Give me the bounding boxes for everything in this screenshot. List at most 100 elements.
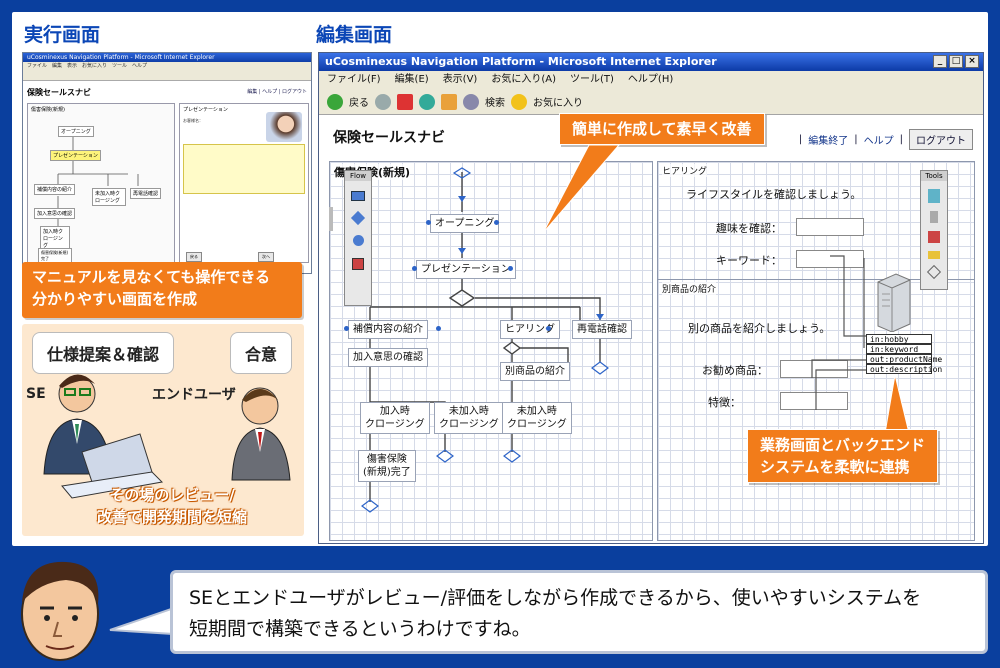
small-node-unjoin: 未加入時クロージング: [92, 188, 126, 206]
forward-icon[interactable]: [375, 93, 391, 110]
flow-palette: Flow: [344, 170, 372, 306]
hearing-panel: ヒアリング ライフスタイルを確認しましょう。 趣味を確認： キーワード：: [658, 162, 974, 280]
flow-node-intent[interactable]: 加入意思の確認: [348, 348, 428, 367]
flow-node-other-product[interactable]: 別商品の紹介: [500, 362, 570, 381]
flow-node-join-close[interactable]: 加入時 クロージング: [360, 402, 430, 434]
connector-handle[interactable]: [344, 326, 349, 331]
port-out-description[interactable]: out:description: [866, 364, 942, 374]
stop-icon[interactable]: [397, 93, 413, 110]
end-shape-icon[interactable]: [352, 235, 364, 246]
big-window-title: uCosminexus Navigation Platform - Micros…: [325, 55, 717, 68]
small-app: 保険セールスナビ 編集 | ヘルプ | ログアウト 傷害保険(新規) オープニン…: [23, 83, 311, 273]
flow-node-done[interactable]: 傷害保険 (新規)完了: [358, 450, 416, 482]
small-next-button[interactable]: 次へ: [258, 252, 274, 262]
small-menubar: ファイル 編集 表示 お気に入り ツール ヘルプ: [23, 62, 311, 70]
search-label[interactable]: 検索: [485, 98, 505, 109]
back-icon[interactable]: [327, 93, 343, 110]
small-back-button[interactable]: 戻る: [186, 252, 202, 262]
other-product-panel-label: 別商品の紹介: [662, 282, 717, 295]
connector-handle[interactable]: [412, 266, 417, 271]
feature-label: 特徴：: [708, 396, 741, 409]
unjoin-close-a-line2: クロージング: [439, 419, 499, 430]
maximize-icon[interactable]: □: [949, 55, 963, 68]
speech-line2: 短期間で構築できるというわけですね。: [189, 618, 531, 640]
spec-bubble: 仕様提案＆確認: [32, 332, 175, 374]
favorites-label[interactable]: お気に入り: [533, 98, 583, 109]
small-links: 編集 | ヘルプ | ログアウト: [247, 89, 307, 95]
done-line2: (新規)完了: [363, 467, 411, 478]
panel-splitter[interactable]: [329, 207, 333, 231]
backend-callout: 業務画面とバックエンド システムを柔軟に連携: [747, 429, 939, 483]
menu-favorites[interactable]: お気に入り(A): [491, 74, 556, 85]
flow-node-opening[interactable]: オープニング: [430, 214, 500, 233]
small-node-presentation: プレゼンテーション: [50, 150, 101, 161]
connector-handle[interactable]: [426, 220, 431, 225]
review-note-line2: 改善で開発期間を短縮: [96, 508, 247, 526]
menu-help[interactable]: ヘルプ(H): [627, 74, 674, 85]
agree-bubble: 合意: [230, 332, 293, 374]
refresh-icon[interactable]: [419, 93, 435, 110]
operator-photo: [266, 112, 302, 142]
unjoin-close-a-line1: 未加入時: [448, 406, 489, 417]
connector-handle[interactable]: [546, 326, 551, 331]
manual-note: マニュアルを見なくても操作できる 分かりやすい画面を作成: [22, 262, 302, 318]
close-icon[interactable]: ×: [965, 55, 979, 68]
edit-section-title: 編集画面: [316, 24, 393, 46]
back-label[interactable]: 戻る: [349, 98, 369, 109]
flow-node-recall[interactable]: 再電話確認: [572, 320, 632, 339]
favorites-icon[interactable]: [511, 93, 527, 110]
flow-node-hearing[interactable]: ヒアリング: [500, 320, 560, 339]
menu-tools[interactable]: ツール(T): [570, 74, 614, 85]
edit-end-link[interactable]: 編集終了: [808, 136, 849, 147]
menu-edit[interactable]: 編集(E): [394, 74, 429, 85]
save-tool-icon[interactable]: [928, 231, 940, 243]
field-tool-icon[interactable]: [930, 211, 938, 223]
exec-section-title: 実行画面: [24, 24, 101, 46]
image-tool-icon[interactable]: [928, 251, 940, 259]
port-in-keyword[interactable]: in:keyword: [866, 344, 932, 354]
small-node-intent: 加入意思の確認: [34, 208, 76, 219]
flow-node-unjoin-close-b[interactable]: 未加入時 クロージング: [502, 402, 572, 434]
flow-node-coverage[interactable]: 補償内容の紹介: [348, 320, 428, 339]
flow-palette-title: Flow: [345, 171, 371, 181]
search-icon[interactable]: [463, 93, 479, 110]
small-content-label: プレゼンテーション: [183, 107, 228, 113]
narrator-speech: SEとエンドユーザがレビュー/評価をしながら作成できるから、使いやすいシステムを…: [170, 570, 988, 654]
connector-handle[interactable]: [436, 326, 441, 331]
home-icon[interactable]: [441, 93, 457, 110]
step-shape-icon[interactable]: [351, 191, 365, 201]
text-tool-icon[interactable]: [928, 189, 940, 203]
speech-line1: SEとエンドユーザがレビュー/評価をしながら作成できるから、使いやすいシステムを: [189, 587, 922, 609]
save-icon[interactable]: [352, 258, 364, 270]
join-close-line2: クロージング: [365, 419, 425, 430]
port-in-hobby[interactable]: in:hobby: [866, 334, 932, 344]
illustration-panel: 仕様提案＆確認 合意 SE エンドユーザ その場のレビュー/ 改善で開発期間を短…: [22, 324, 304, 536]
flow-node-unjoin-close-a[interactable]: 未加入時 クロージング: [434, 402, 504, 434]
menu-view[interactable]: 表示(V): [442, 74, 478, 85]
help-link[interactable]: ヘルプ: [863, 136, 894, 147]
link-tool-icon[interactable]: [926, 264, 942, 280]
flow-editor[interactable]: 傷害保険(新規) Flow: [329, 161, 653, 541]
manual-note-line2: 分かりやすい画面を作成: [32, 290, 198, 308]
menu-file[interactable]: ファイル(F): [327, 74, 381, 85]
unjoin-close-b-line2: クロージング: [507, 419, 567, 430]
big-header-links: | 編集終了 | ヘルプ | ログアウト: [799, 129, 973, 150]
connector-handle[interactable]: [494, 220, 499, 225]
screen-editor[interactable]: ヒアリング ライフスタイルを確認しましょう。 趣味を確認： キーワード： 別商品…: [657, 161, 975, 541]
window-controls: _ □ ×: [933, 55, 979, 68]
small-content-text: お客様名：: [183, 118, 203, 123]
se-label: SE: [26, 386, 46, 402]
port-out-productname[interactable]: out:productName: [866, 354, 942, 364]
keyword-label: キーワード：: [716, 254, 782, 267]
connector-handle[interactable]: [508, 266, 513, 271]
small-toolbar: [23, 70, 311, 81]
logout-button[interactable]: ログアウト: [909, 129, 973, 150]
other-line1: 別の商品を紹介しましょう。: [688, 322, 831, 335]
backend-callout-line2: システムを柔軟に連携: [760, 458, 910, 476]
hobby-input[interactable]: [796, 218, 864, 236]
feature-input[interactable]: [780, 392, 848, 410]
small-flow-panel: 傷害保険(新規) オープニング プレゼンテーション 補償内容の紹介 未加入時クロ…: [27, 103, 175, 264]
minimize-icon[interactable]: _: [933, 55, 947, 68]
flow-node-presentation[interactable]: プレゼンテーション: [416, 260, 516, 279]
join-close-line1: 加入時: [379, 406, 410, 417]
